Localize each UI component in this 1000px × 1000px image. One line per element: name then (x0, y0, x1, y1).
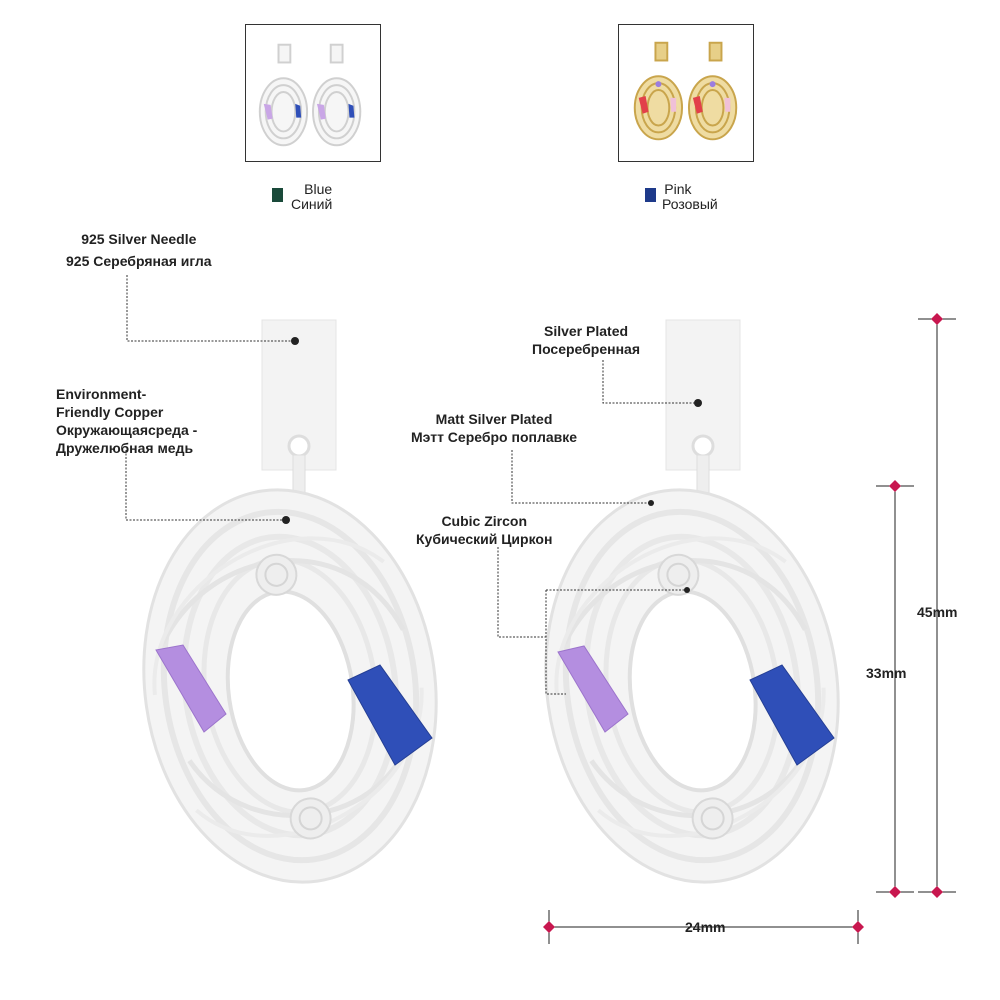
gold-earring-pair-image (633, 41, 738, 141)
zircon-dot (684, 587, 690, 593)
dimension-total-height: 45mm (917, 604, 958, 620)
variant-name-en: Blue (304, 181, 333, 197)
variant-name-en: Pink (664, 181, 692, 197)
callout-silver-plated-en: Silver Plated (543, 323, 629, 339)
callout-matt-silver: Matt Silver Plated Мэтт Серебро поплавке (411, 410, 577, 446)
copper-dot (282, 516, 290, 524)
silver-plated-dot (694, 399, 702, 407)
zircon-leader-line (497, 547, 546, 638)
variant-label-pink[interactable]: Pink Розовый (662, 182, 718, 212)
copper-leader-line (125, 450, 286, 521)
callout-copper: Environment- Friendly Copper Окружающаяс… (56, 385, 197, 457)
callout-zircon-en: Cubic Zircon (441, 513, 527, 529)
dimension-pendant-height: 33mm (866, 665, 907, 681)
callout-silver-plated-ru: Посеребренная (532, 341, 641, 357)
callout-copper-ru2: Дружелюбная медь (56, 440, 194, 456)
callout-needle-ru: 925 Серебряная игла (66, 253, 212, 269)
matt-silver-dot (648, 500, 654, 506)
callout-matt-silver-en: Matt Silver Plated (435, 411, 553, 427)
callout-needle-en: 925 Silver Needle (81, 231, 197, 247)
variant-name-ru: Синий (291, 196, 333, 212)
dimension-width: 24mm (685, 919, 726, 935)
callout-zircon: Cubic Zircon Кубический Циркон (416, 512, 552, 548)
callout-copper-en2: Friendly Copper (56, 404, 164, 420)
callout-zircon-ru: Кубический Циркон (416, 531, 553, 547)
variant-thumbnail-blue[interactable] (245, 24, 381, 162)
matt-silver-leader-line (511, 450, 651, 504)
color-swatch-blue (272, 188, 283, 202)
right-earring (521, 319, 863, 901)
silver-plated-leader-line (602, 360, 698, 404)
variant-label-blue[interactable]: Blue Синий (291, 182, 332, 212)
silver-earring-pair-image (258, 43, 362, 147)
needle-leader-line (126, 275, 295, 342)
needle-dot (291, 337, 299, 345)
callout-silver-plated: Silver Plated Посеребренная (532, 322, 640, 358)
variant-thumbnail-pink[interactable] (618, 24, 754, 162)
variant-name-ru: Розовый (662, 196, 718, 212)
zircon-leader-lower (545, 590, 566, 695)
callout-needle: 925 Silver Needle 925 Серебряная игла (66, 230, 212, 270)
callout-matt-silver-ru: Мэтт Серебро поплавке (411, 429, 578, 445)
callout-copper-ru1: Окружающаясреда - (56, 422, 198, 438)
color-swatch-pink (645, 188, 656, 202)
callout-copper-en1: Environment- (56, 386, 147, 402)
